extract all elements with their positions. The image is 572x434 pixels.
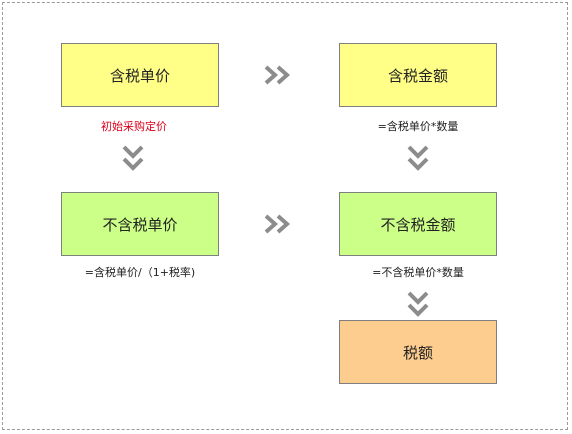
note-tax-exclusive-unit-price-formula: =含税单价/（1+税率) [84, 266, 196, 279]
node-tax-amount: 税额 [339, 320, 497, 384]
node-label: 含税单价 [109, 66, 170, 85]
node-tax-inclusive-unit-price: 含税单价 [61, 43, 219, 107]
node-tax-exclusive-amount: 不含税金额 [339, 192, 497, 256]
node-label: 税额 [402, 343, 433, 362]
double-chevron-down-icon [122, 145, 144, 171]
node-tax-exclusive-unit-price: 不含税单价 [61, 192, 219, 256]
note-initial-purchase-price: 初始采购定价 [101, 120, 167, 133]
diagram-frame [2, 2, 568, 430]
node-tax-inclusive-amount: 含税金额 [339, 43, 497, 107]
double-chevron-down-icon [407, 291, 429, 317]
node-label: 不含税单价 [102, 215, 178, 234]
double-chevron-down-icon [407, 145, 429, 171]
double-chevron-right-icon [264, 65, 291, 85]
node-label: 不含税金额 [380, 215, 456, 234]
double-chevron-right-icon [264, 214, 291, 234]
note-tax-inclusive-amount-formula: =含税单价*数量 [377, 120, 459, 133]
node-label: 含税金额 [387, 66, 448, 85]
note-tax-exclusive-amount-formula: =不含税单价*数量 [372, 266, 464, 279]
